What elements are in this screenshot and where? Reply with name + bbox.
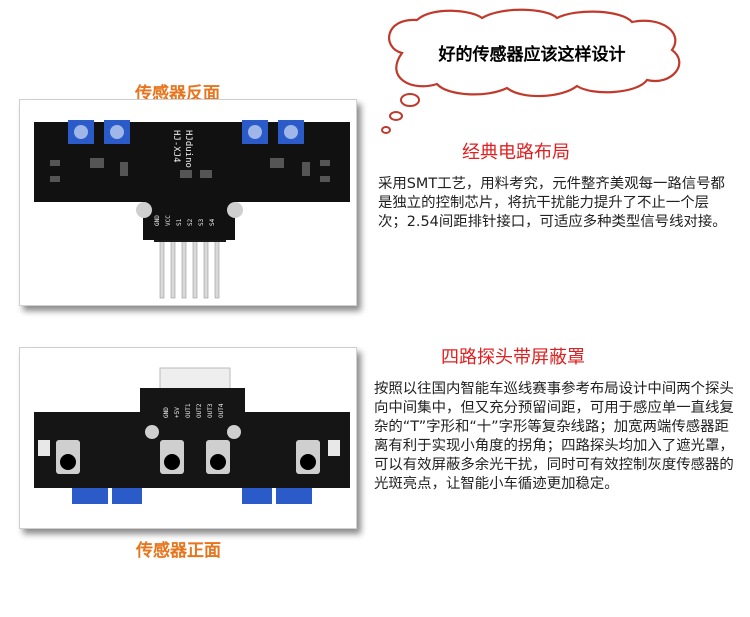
- pin-label: OUT3: [207, 403, 214, 418]
- pin-label: GND: [154, 215, 161, 226]
- sensor-back-illustration: HJ-XJ4 HJduino GND VCC S1 S2 S3 S4: [34, 120, 350, 299]
- sensor-front-photo: GND +5V OUT1 OUT2 OUT3 OUT4: [19, 347, 357, 529]
- silk-model: HJ-XJ4: [171, 130, 181, 163]
- pin-label: VCC: [165, 215, 172, 226]
- silk-brand: HJduino: [183, 130, 193, 168]
- sensor-front-illustration: GND +5V OUT1 OUT2 OUT3 OUT4: [34, 367, 350, 504]
- sensor-back-photo: HJ-XJ4 HJduino GND VCC S1 S2 S3 S4: [19, 99, 357, 306]
- pin-label: OUT1: [185, 403, 192, 418]
- pin-label: +5V: [174, 407, 181, 418]
- section-heading-four-probe: 四路探头带屏蔽罩: [441, 347, 585, 368]
- pin-label: S3: [198, 218, 205, 226]
- section-body-classic: 采用SMT工艺，用料考究，元件整齐美观每一路信号都是独立的控制芯片，将抗干扰能力…: [378, 176, 727, 230]
- front-caption: 传感器正面: [136, 541, 221, 561]
- pin-label: S2: [187, 218, 194, 226]
- pin-label: GND: [163, 407, 170, 418]
- section-heading-classic: 经典电路布局: [462, 142, 570, 163]
- pin-label: S4: [209, 218, 216, 226]
- bubble-text: 好的传感器应该这样设计: [438, 45, 626, 65]
- pin-label: S1: [176, 218, 183, 226]
- pin-label: OUT2: [196, 403, 203, 418]
- pin-label: OUT4: [218, 403, 225, 418]
- thought-bubble: [381, 8, 681, 134]
- section-body-four-probe: 按照以往国内智能车巡线赛事参考布局设计中间两个探头向中间集中，但又充分预留间距，…: [374, 381, 734, 492]
